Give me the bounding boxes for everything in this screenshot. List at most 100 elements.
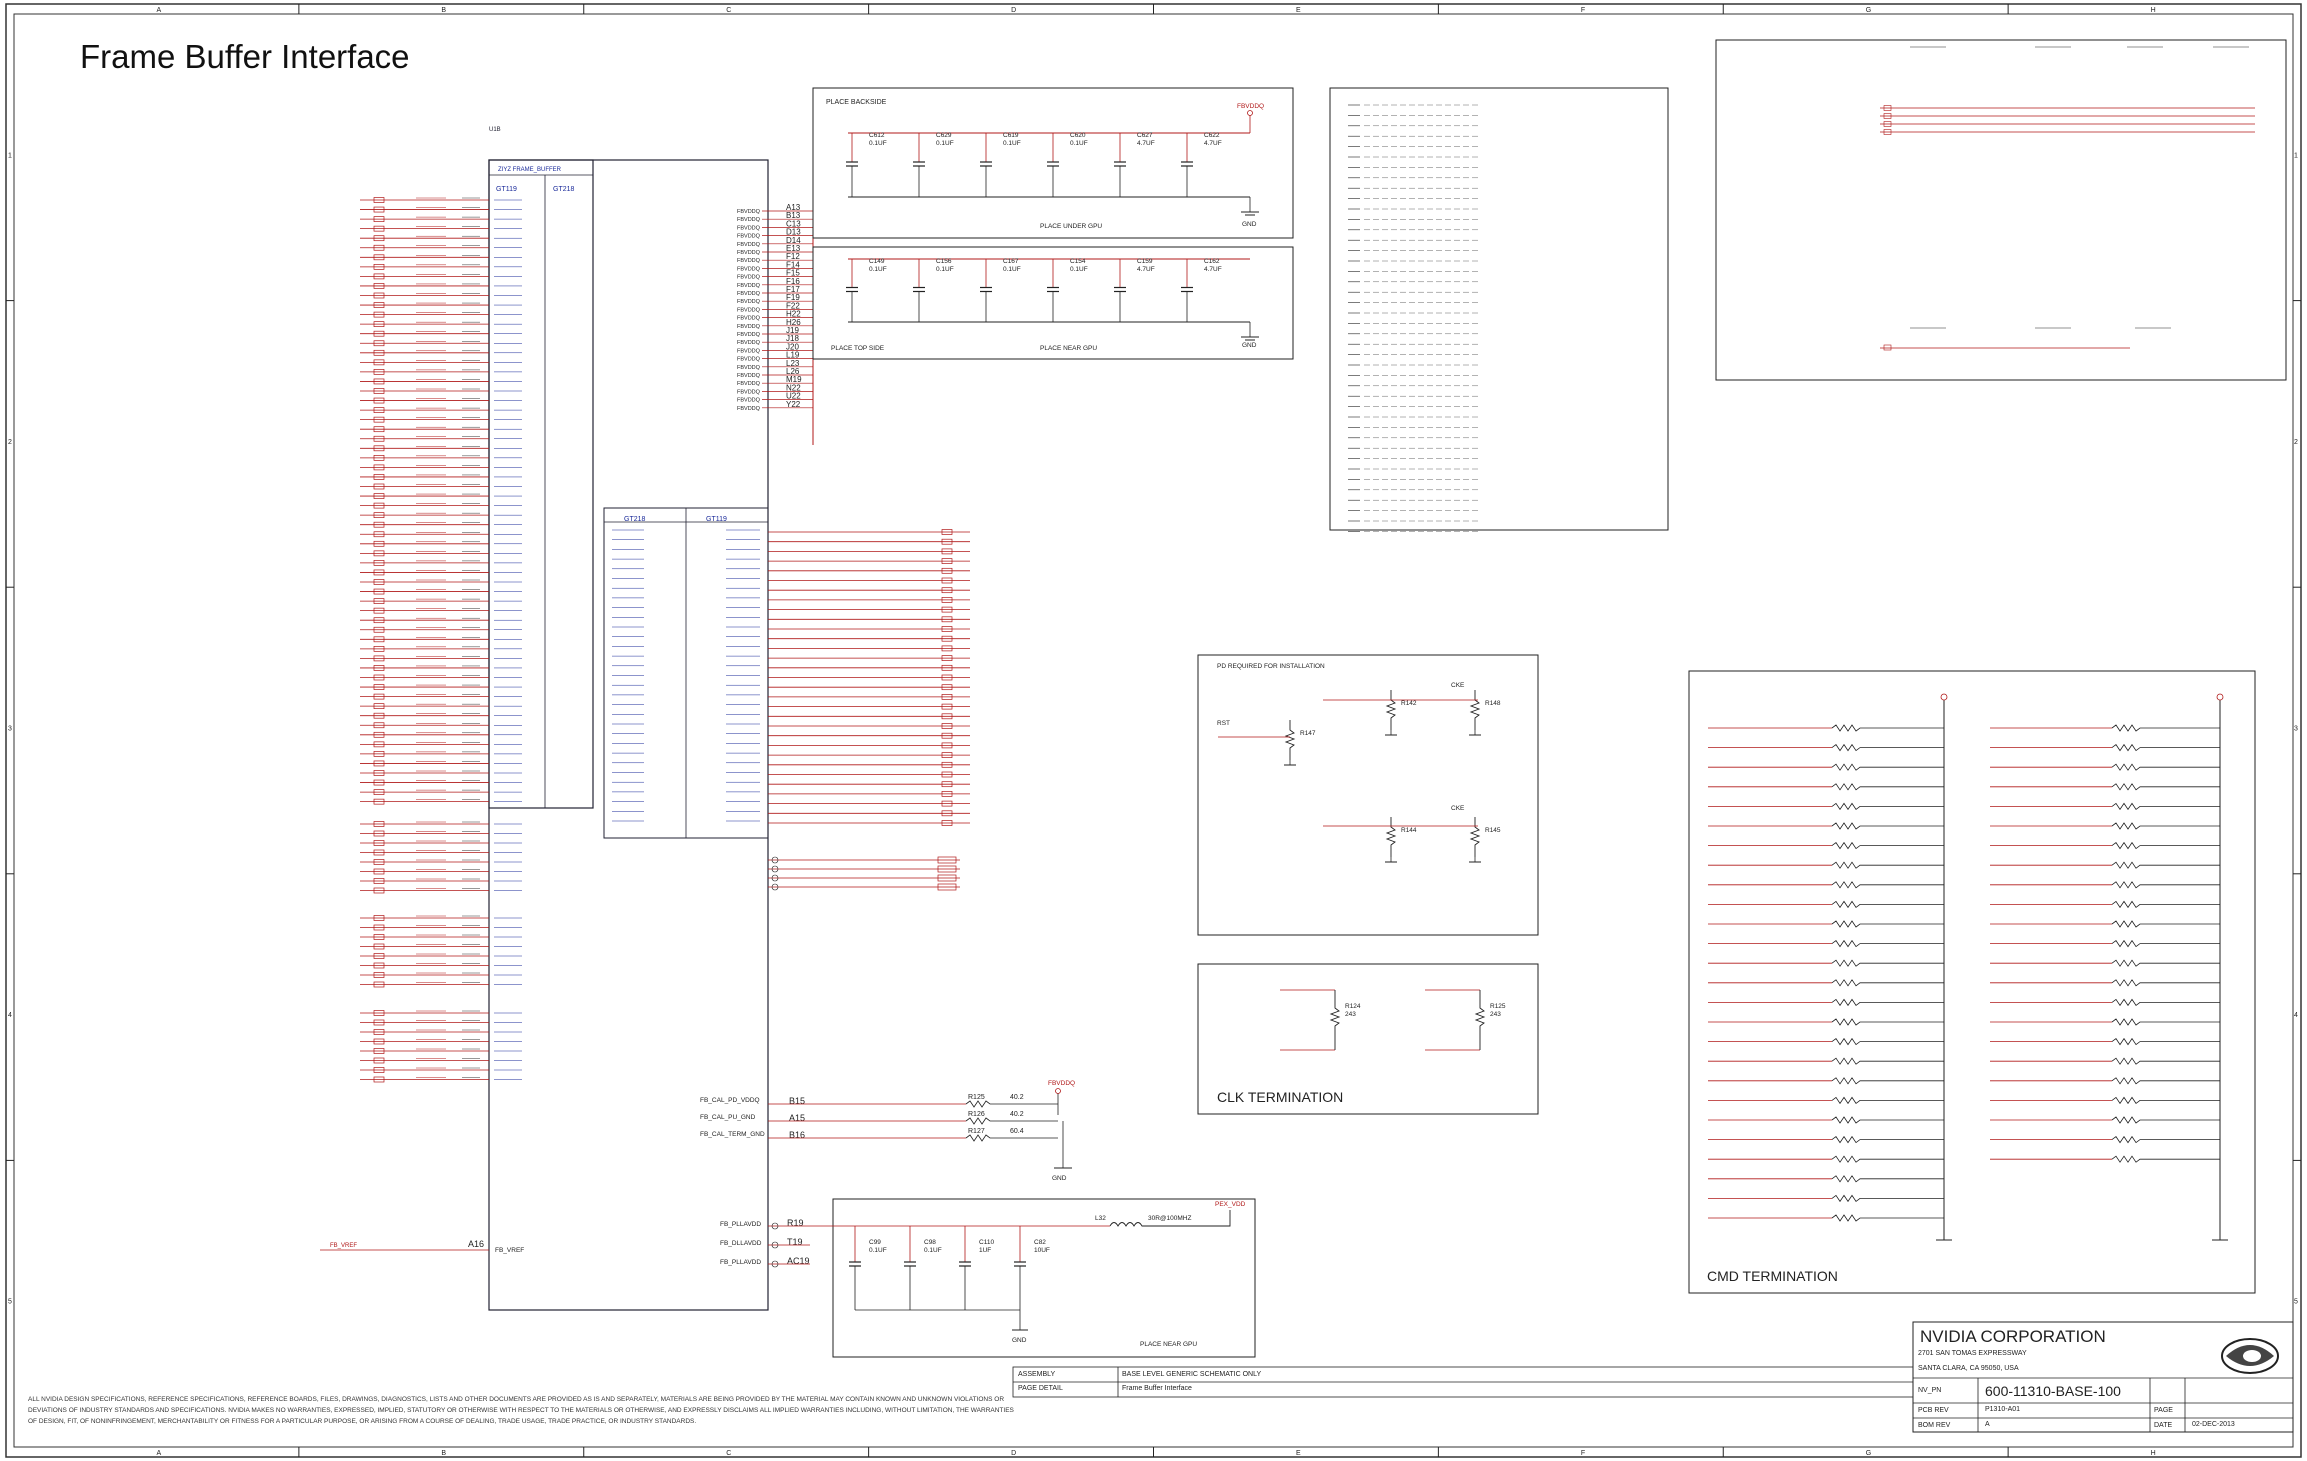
pll-cap-ref: C99 bbox=[869, 1239, 881, 1246]
cap-ref: C629 bbox=[936, 132, 952, 139]
rail-net-label: FBVDDQ bbox=[737, 373, 761, 379]
off-page-connector bbox=[937, 856, 957, 864]
resistor-symbol bbox=[1284, 720, 1296, 760]
zone-col-label-bottom: B bbox=[441, 1450, 446, 1457]
rail-net-label: FBVDDQ bbox=[737, 398, 761, 404]
bus-connector bbox=[941, 626, 953, 632]
rail-net-label: FBVDDQ bbox=[737, 225, 761, 231]
zone-row-label-right: 3 bbox=[2294, 726, 2298, 733]
rail-pin-number: J18 bbox=[786, 334, 799, 343]
term-resistor bbox=[2111, 1077, 2220, 1085]
bus-connector bbox=[941, 820, 953, 826]
zone-row-label-right: 4 bbox=[2294, 1012, 2298, 1019]
rail-net-label: FBVDDQ bbox=[737, 217, 761, 223]
rail-net-label: FBVDDQ bbox=[737, 250, 761, 256]
bus-connector bbox=[373, 741, 385, 748]
bus-connector bbox=[373, 1019, 385, 1026]
rail-pin-number: D14 bbox=[786, 236, 801, 245]
pll-cap-ref: C98 bbox=[924, 1239, 936, 1246]
cap-value: 0.1UF bbox=[1003, 266, 1021, 273]
title-block bbox=[1012, 1321, 2294, 1433]
pll-net: FB_PLLAVDD bbox=[720, 1259, 761, 1266]
bus-connector bbox=[373, 779, 385, 786]
install-label-cke1: CKE bbox=[1451, 682, 1465, 689]
zone-col-label-bottom: F bbox=[1581, 1450, 1585, 1457]
rail-pin-number: H22 bbox=[786, 310, 801, 319]
cap-ref: C149 bbox=[869, 258, 885, 265]
cap-value: 4.7UF bbox=[1204, 140, 1222, 147]
resistor-value: 243 bbox=[1490, 1011, 1501, 1018]
pll-cap-value: 1UF bbox=[979, 1247, 991, 1254]
bus-connector bbox=[373, 588, 385, 595]
resistor-symbol bbox=[1474, 990, 1486, 1050]
bus-connector bbox=[941, 732, 953, 739]
bus-connector bbox=[941, 791, 953, 797]
bus-connector bbox=[373, 455, 385, 461]
ic-col-header-a: GT119 bbox=[496, 186, 517, 193]
cap-ref: C627 bbox=[1137, 132, 1153, 139]
bus-connector bbox=[941, 567, 953, 574]
cap-value: 0.1UF bbox=[1003, 140, 1021, 147]
bus-connector bbox=[373, 1048, 385, 1054]
resistor-symbol bbox=[1469, 690, 1481, 730]
term-resistor bbox=[1831, 1077, 1944, 1085]
bus-connector bbox=[373, 636, 385, 643]
bus-connector bbox=[373, 435, 385, 442]
cap-ref: C619 bbox=[1003, 132, 1019, 139]
term-resistor bbox=[2111, 979, 2220, 987]
zone-row-label-left: 5 bbox=[8, 1299, 12, 1306]
bus-connector bbox=[373, 789, 385, 795]
bus-connector bbox=[373, 474, 385, 480]
bus-connector bbox=[941, 538, 953, 545]
term-resistor bbox=[2111, 1057, 2220, 1065]
bus-connector bbox=[941, 742, 953, 749]
bus-connector bbox=[373, 445, 385, 452]
bus-connector bbox=[941, 684, 953, 691]
bus-connector bbox=[373, 674, 385, 681]
bus-connector bbox=[941, 781, 953, 788]
zone-col-label-top: D bbox=[1011, 7, 1016, 14]
bus-connector bbox=[941, 529, 953, 535]
bus-connector bbox=[373, 712, 385, 719]
resistor-symbol bbox=[1385, 817, 1397, 857]
rail-net-label: FBVDDQ bbox=[737, 389, 761, 395]
bus-connector bbox=[373, 321, 385, 327]
bus-connector bbox=[941, 771, 953, 778]
cap-value: 0.1UF bbox=[936, 140, 954, 147]
term-resistor bbox=[1831, 998, 1944, 1007]
cap-value: 0.1UF bbox=[869, 140, 887, 147]
cal-resistor bbox=[965, 1117, 1058, 1125]
off-page-connector bbox=[937, 883, 957, 891]
rail-pin-number: Y22 bbox=[786, 400, 801, 409]
rail-pin-number: L19 bbox=[786, 351, 800, 360]
company-address-2: SANTA CLARA, CA 95050, USA bbox=[1918, 1365, 2019, 1372]
sheet-border bbox=[5, 3, 2302, 1458]
term-resistor bbox=[1831, 724, 1944, 732]
term-resistor bbox=[1831, 881, 1944, 889]
bus-connector bbox=[373, 1057, 385, 1064]
rail-net-label: FBVDDQ bbox=[737, 209, 761, 215]
bus-connector bbox=[373, 292, 385, 299]
zone-col-label-bottom: E bbox=[1296, 1450, 1301, 1457]
rail-pin-number: J19 bbox=[786, 326, 799, 335]
bus-connector bbox=[373, 598, 385, 604]
term-resistor bbox=[1831, 1096, 1944, 1105]
zone-col-label-bottom: C bbox=[726, 1450, 731, 1457]
bus-connector bbox=[941, 723, 953, 729]
clk-termination-label: CLK TERMINATION bbox=[1217, 1089, 1344, 1105]
bus-connector bbox=[373, 830, 385, 837]
rail-net-label: FBVDDQ bbox=[737, 340, 761, 346]
bom-rev-label: BOM REV bbox=[1918, 1422, 1951, 1429]
term-resistor bbox=[1831, 1175, 1944, 1183]
bus-connector bbox=[373, 397, 385, 404]
bus-connector bbox=[373, 798, 385, 805]
bus-connector bbox=[941, 616, 953, 623]
bus-connector bbox=[941, 558, 953, 564]
bus-connector bbox=[373, 483, 385, 490]
left-data-bus bbox=[360, 197, 522, 1083]
page-detail-value: Frame Buffer Interface bbox=[1122, 1385, 1192, 1392]
rail-net-label: FBVDDQ bbox=[737, 332, 761, 338]
bus-connector bbox=[373, 416, 385, 423]
pll-footer: PLACE NEAR GPU bbox=[1140, 1341, 1197, 1348]
